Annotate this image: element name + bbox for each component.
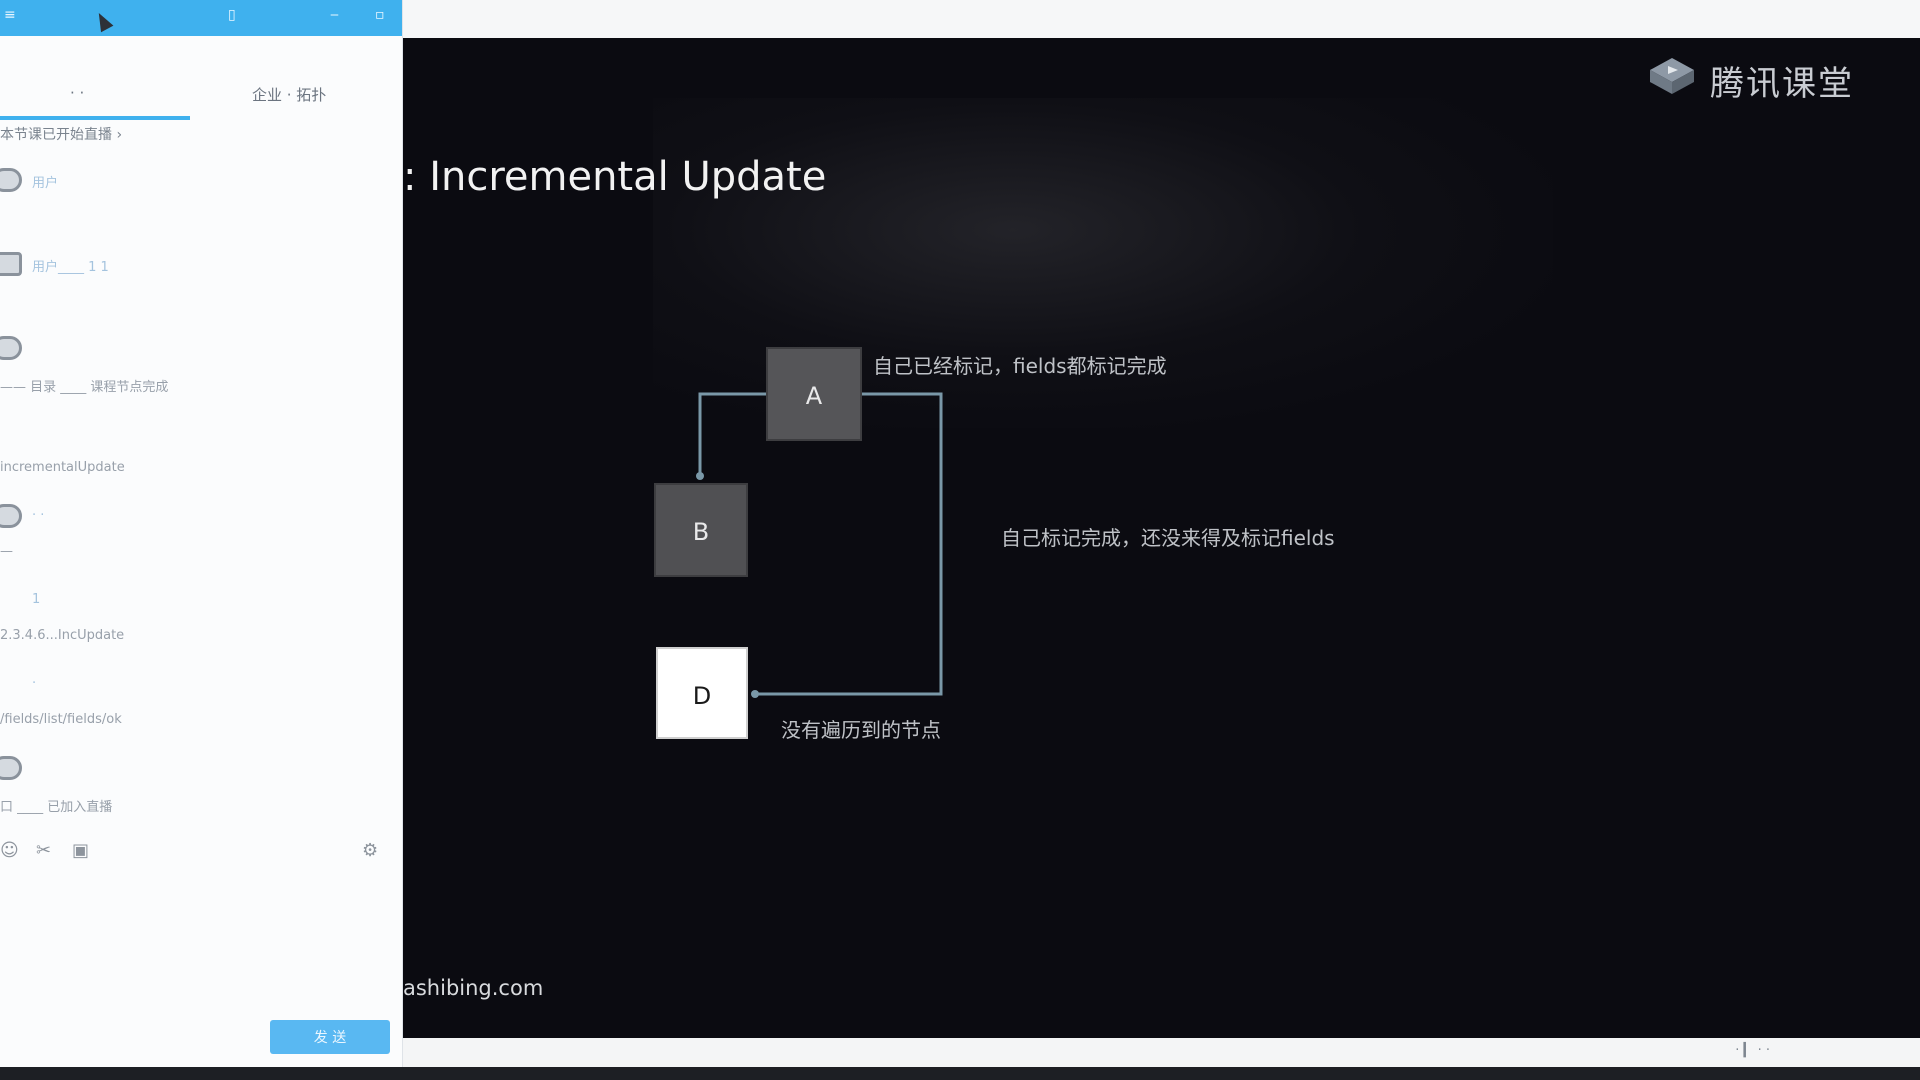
node-a-annotation: 自己已经标记，fields都标记完成 [873, 354, 1167, 378]
edge-a-to-d-arrowhead [751, 690, 759, 698]
node-a: A [766, 347, 862, 441]
footer-website: ashibing.com [403, 976, 544, 1000]
message-text: /fields/list/fields/ok [0, 712, 122, 727]
node-d: D [656, 647, 748, 739]
restore-icon[interactable]: ▫ [375, 7, 385, 23]
message-sender: 1 [32, 592, 41, 607]
message-text: —— 目录 ____ 课程节点完成 [0, 380, 169, 395]
mouse-cursor-icon [92, 9, 114, 33]
scissors-icon[interactable]: ✂ [36, 840, 52, 861]
edge-a-to-b [698, 392, 767, 474]
live-notice[interactable]: 本节课已开始直播 › [0, 127, 123, 143]
message-sender: 用户 [32, 176, 59, 191]
menu-icon[interactable]: ≡ [4, 7, 16, 23]
input-toolbar: ☺ ✂ ▣ ⚙ [0, 838, 402, 868]
slide-top-strip [403, 0, 1920, 38]
chat-sidebar: ≡ ▯ ‒ ▫ · · 企业 · 拓扑 本节课已开始直播 › 用户 用户____… [0, 0, 403, 1067]
message-sender: 用户____ 1 1 [32, 260, 109, 275]
node-b-annotation: 自己标记完成，还没来得及标记fields [1001, 526, 1335, 550]
node-b-label: B [693, 518, 709, 546]
avatar[interactable] [0, 168, 22, 192]
message-text: incrementalUpdate [0, 460, 125, 475]
slide-title: : Incremental Update [403, 154, 827, 200]
edge-a-to-d [755, 392, 943, 696]
active-tab-indicator [0, 116, 190, 120]
message-text: 口 ____ 已加入直播 [0, 800, 113, 815]
node-b-box [654, 483, 748, 577]
message-sender: · [32, 676, 37, 691]
logo-text: 腾讯课堂 [1710, 64, 1854, 104]
clipboard-icon[interactable]: ▯ [228, 7, 236, 23]
smile-icon[interactable]: ☺ [0, 840, 19, 861]
avatar[interactable] [0, 504, 22, 528]
edge-a-to-b-arrowhead [696, 472, 704, 480]
message-text: — [0, 544, 13, 559]
tab-discussion[interactable]: · · [70, 84, 85, 102]
sidebar-titlebar: ≡ ▯ ‒ ▫ [0, 0, 402, 36]
player-control-strip: · ▎ · · [403, 1038, 1920, 1067]
tencent-classroom-logo: 腾讯课堂 [1646, 48, 1866, 104]
message-sender: · · [32, 508, 45, 523]
object-graph-diagram: A B D [654, 347, 943, 739]
send-button[interactable]: 发 送 [270, 1020, 390, 1054]
minimize-icon[interactable]: ‒ [330, 7, 339, 23]
node-d-annotation: 没有遍历到的节点 [781, 718, 941, 742]
node-b: B [654, 483, 748, 577]
logo-mark-icon [1650, 58, 1694, 94]
image-icon[interactable]: ▣ [72, 840, 90, 861]
presentation-slide: 腾讯课堂 : Incremental Update A B D 自己已经标记 [403, 38, 1920, 1038]
node-d-box [656, 647, 748, 739]
taskbar-edge [0, 1067, 1920, 1080]
message-text: 2.3.4.6...IncUpdate [0, 628, 125, 643]
avatar[interactable] [0, 756, 22, 780]
avatar[interactable] [0, 336, 22, 360]
player-status: · ▎ · · [1735, 1043, 1770, 1058]
settings-icon[interactable]: ⚙ [362, 840, 379, 861]
node-a-label: A [806, 382, 823, 410]
node-d-label: D [693, 682, 711, 710]
node-a-box [766, 347, 862, 441]
tab-enterprise[interactable]: 企业 · 拓扑 [252, 86, 327, 104]
avatar[interactable] [0, 252, 22, 276]
